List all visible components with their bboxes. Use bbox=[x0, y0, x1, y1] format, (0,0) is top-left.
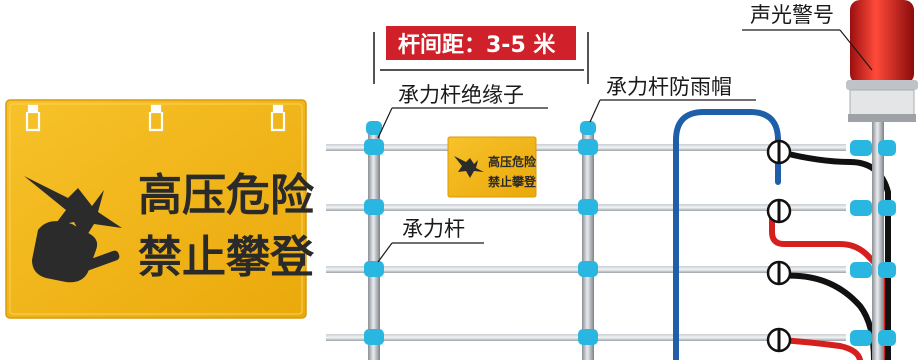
terminal-switch bbox=[766, 198, 792, 224]
alarm-light-icon bbox=[846, 0, 918, 122]
small-sign-line-2: 禁止攀登 bbox=[488, 174, 537, 189]
red-cable-1 bbox=[769, 213, 885, 360]
terminal-switch bbox=[766, 139, 792, 165]
rain-cap-callout: 承力杆防雨帽 bbox=[589, 75, 756, 123]
sign-line-2: 禁止攀登 bbox=[138, 232, 315, 283]
pole-spacing-callout: 杆间距：3-5 米 bbox=[373, 26, 589, 84]
sign-hooks bbox=[25, 104, 286, 132]
red-cable-2 bbox=[777, 337, 863, 360]
alarm-light-label: 声光警号 bbox=[750, 3, 834, 27]
sign-line-1: 高压危险 bbox=[138, 170, 315, 221]
large-warning-sign: 高压危险 禁止攀登 bbox=[5, 99, 315, 319]
alarm-callout: 声光警号 bbox=[742, 3, 873, 71]
pole-spacing-label: 杆间距：3-5 米 bbox=[398, 33, 556, 58]
blue-cable bbox=[673, 109, 781, 360]
terminal-switch bbox=[766, 327, 792, 353]
insulators-left bbox=[364, 139, 384, 345]
support-insulator-label: 承力杆绝缘子 bbox=[398, 83, 524, 107]
insulators-middle bbox=[578, 139, 598, 345]
terminal-switch bbox=[766, 260, 792, 286]
rain-cap-left bbox=[366, 121, 382, 135]
rain-cap-middle bbox=[580, 121, 596, 135]
support-rain-cap-label: 承力杆防雨帽 bbox=[606, 75, 732, 99]
insulator-callout: 承力杆绝缘子 bbox=[377, 83, 548, 139]
electric-shock-hand-icon bbox=[24, 176, 122, 283]
support-pole-callout: 承力杆 bbox=[377, 217, 484, 263]
support-pole-left bbox=[364, 121, 384, 360]
small-sign-line-1: 高压危险 bbox=[488, 154, 537, 169]
terminal-switches bbox=[766, 139, 792, 353]
support-pole-label: 承力杆 bbox=[402, 217, 465, 241]
small-warning-sign: 高压危险 禁止攀登 bbox=[447, 136, 537, 198]
support-pole-middle bbox=[578, 121, 598, 360]
alarm-pole-insulators bbox=[850, 140, 896, 346]
small-shock-icon bbox=[454, 156, 484, 178]
